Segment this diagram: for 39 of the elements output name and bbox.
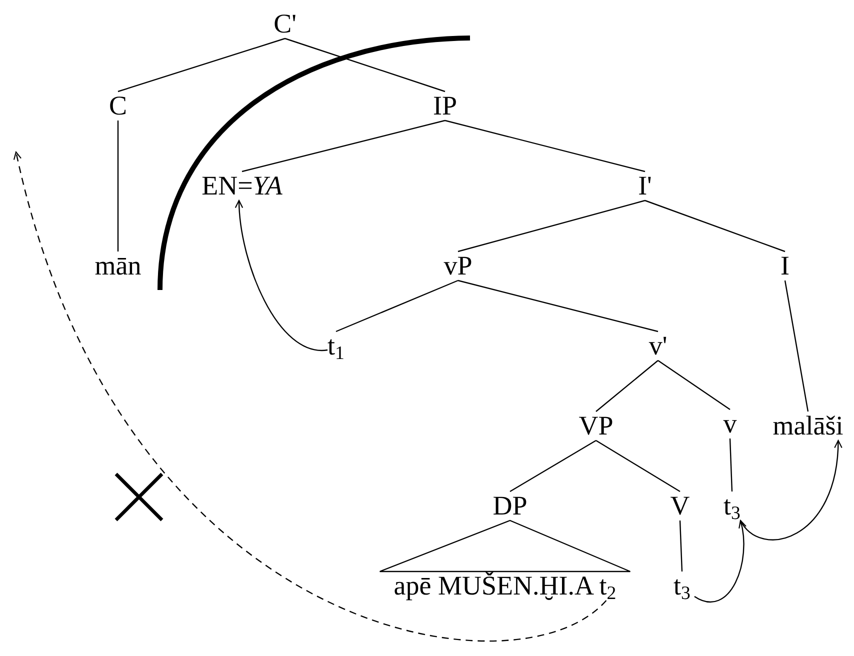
tree-node-label: C' [274,10,296,38]
tree-node-label: C [109,92,127,120]
branch-line [596,440,680,492]
tree-node-label: t$_{3}$ [724,492,740,520]
branch-line [242,120,446,172]
tree-node-label: mān [94,252,142,280]
branch-line [284,38,446,92]
tree-node-label: malāši [772,412,844,440]
branch-line [336,280,458,332]
tree-node-label: I [780,252,790,280]
branch-line [679,520,683,572]
branch-line [117,120,119,252]
tree-node-label: apē MUŠEN.ḪI.A t$_{2}$ [394,572,616,600]
tree-node-label: V [670,492,690,520]
tree-node-label: DP [492,492,528,520]
branch-line [729,438,733,492]
tree-node-label: I' [638,172,652,200]
branch-line [644,200,786,252]
branch-line [458,200,646,252]
movement-arrow [235,200,328,351]
tree-node-label: EN=YA [202,172,282,200]
tree-node-label: t$_{1}$ [328,332,344,360]
tree-node-label: v [723,410,737,438]
branch-line [458,280,658,332]
branch-line [118,38,286,92]
branch-line [510,440,596,492]
branch-line [596,360,658,412]
tree-node-label: v' [648,332,668,360]
tree-node-label: t$_{3}$ [674,572,690,600]
triangle [379,520,631,572]
branch-line [658,360,730,410]
branch-line [444,120,646,172]
tree-node-label: VP [578,412,614,440]
tree-node-label: vP [444,252,472,280]
movement-arrow [694,520,746,603]
branch-line [784,280,809,412]
movement-arrow [740,440,842,540]
tree-node-label: IP [433,92,457,120]
movement-arrow [14,151,607,642]
